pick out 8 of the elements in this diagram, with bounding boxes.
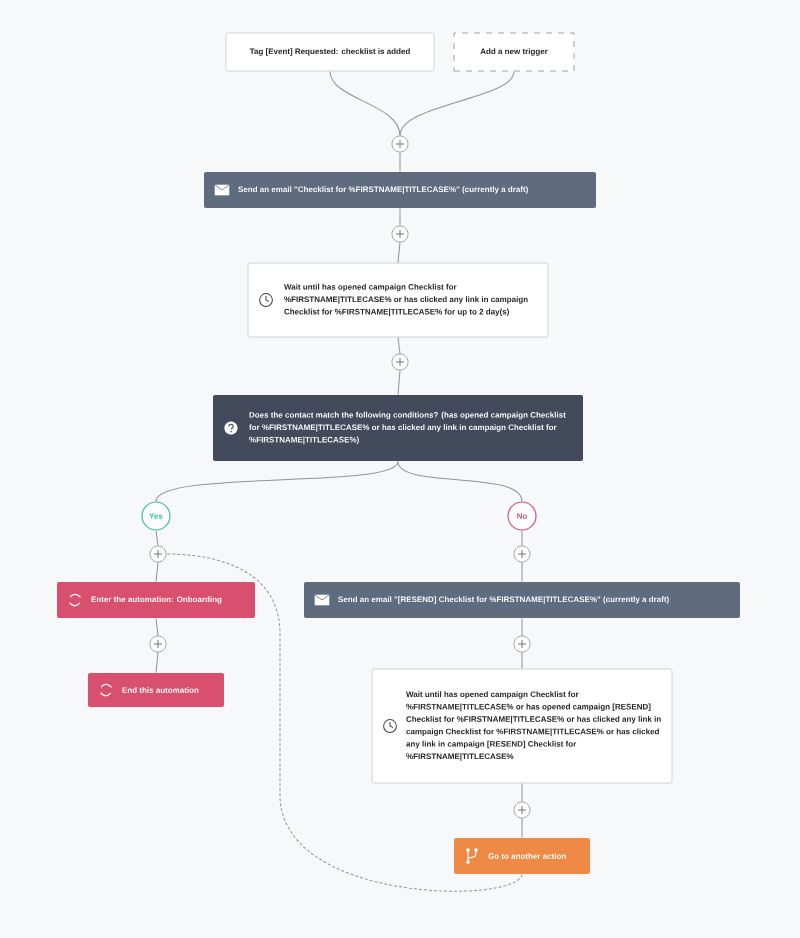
add-step-button: [149, 545, 167, 563]
add-step-button: [513, 635, 531, 653]
add-step-button: [391, 353, 409, 371]
add-step-button: [149, 635, 167, 653]
add-step-button: [513, 801, 531, 819]
add-step-button: [513, 545, 531, 563]
add-step-button: [391, 225, 409, 243]
add-step-button: [391, 135, 409, 153]
